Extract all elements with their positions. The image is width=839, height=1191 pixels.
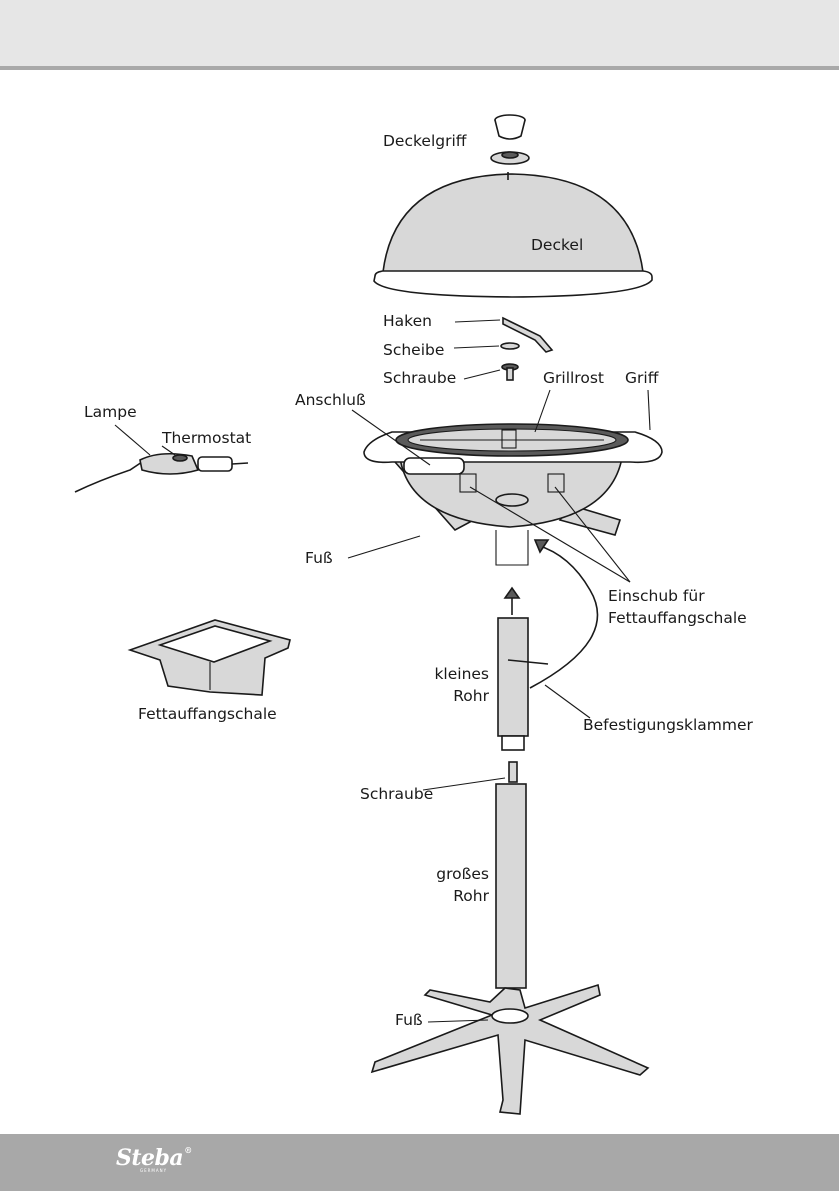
label-thermostat: Thermostat: [162, 428, 251, 448]
label-grillrost: Grillrost: [543, 368, 604, 388]
label-fuss-top: Fuß: [305, 548, 333, 568]
label-schraube-bottom: Schraube: [360, 784, 433, 804]
label-griff: Griff: [625, 368, 658, 388]
label-fuss-bottom: Fuß: [395, 1010, 423, 1030]
label-einschub-line1: Einschub für: [608, 586, 705, 606]
label-fettauffangschale: Fettauffangschale: [138, 704, 277, 724]
drip-tray-illustration: [130, 620, 290, 695]
label-schraube-top: Schraube: [383, 368, 456, 388]
label-haken: Haken: [383, 311, 432, 331]
lid-illustration: [374, 172, 652, 297]
label-kleines-line1: kleines: [414, 664, 489, 684]
label-anschluss: Anschluß: [295, 390, 366, 410]
label-grosses-line1: großes: [414, 864, 489, 884]
label-einschub-line2: Fettauffangschale: [608, 608, 747, 628]
screw-top-illustration: [502, 364, 518, 380]
large-tube-illustration: [496, 784, 526, 988]
brand-subline: GERMANY: [140, 1168, 167, 1173]
label-deckel: Deckel: [531, 235, 583, 255]
washer-illustration: [501, 343, 519, 349]
label-befestigungsklammer: Befestigungsklammer: [583, 715, 753, 735]
star-base-illustration: [372, 985, 648, 1114]
grill-bowl-illustration: [364, 424, 662, 565]
lid-knob-illustration: [491, 115, 529, 164]
label-scheibe: Scheibe: [383, 340, 444, 360]
label-lampe: Lampe: [84, 402, 137, 422]
brand-logo-registered: ®: [184, 1145, 192, 1155]
label-grosses-line2: Rohr: [414, 886, 489, 906]
label-kleines-line2: Rohr: [414, 686, 489, 706]
label-deckelgriff: Deckelgriff: [383, 131, 466, 151]
small-tube-illustration: [498, 588, 528, 750]
